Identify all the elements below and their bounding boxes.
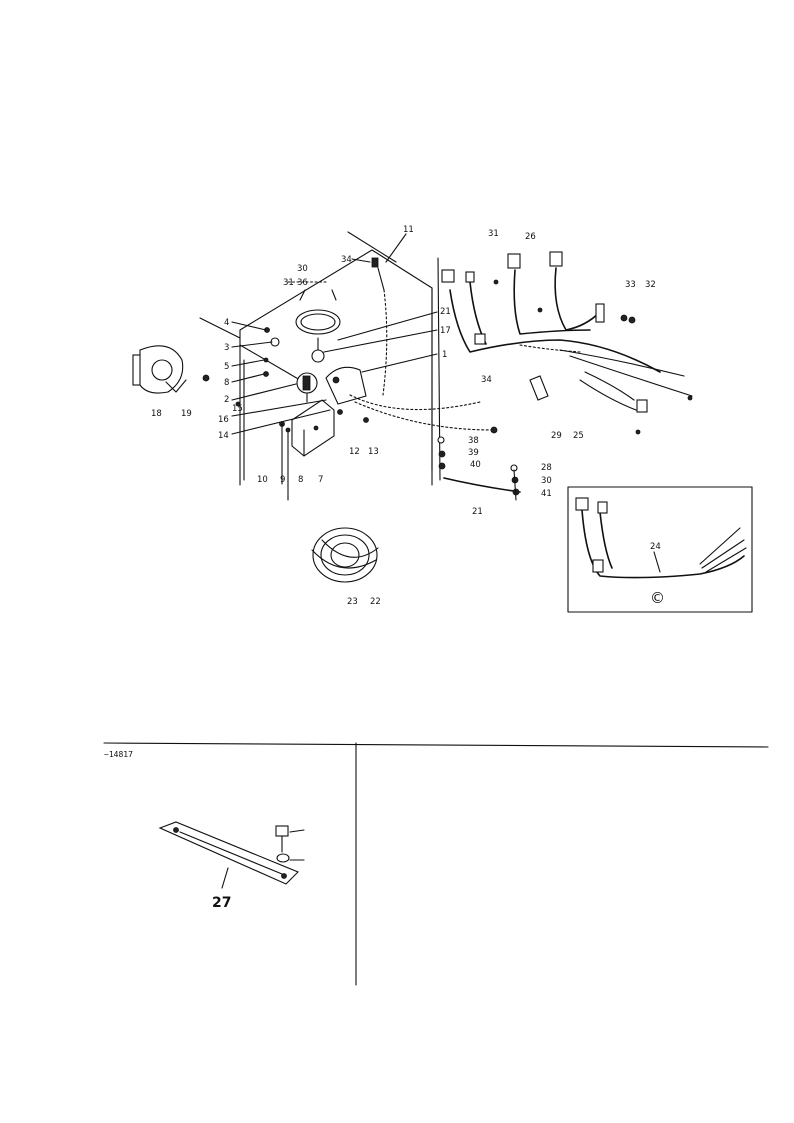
- callout-9: 9: [280, 475, 285, 485]
- header-code: ~14817: [104, 750, 133, 759]
- callout-26: 26: [525, 232, 536, 242]
- callout-38: 38: [468, 436, 479, 446]
- callout-28: 28: [541, 463, 552, 473]
- divider-horizontal: [103, 742, 769, 748]
- ground-strap: 27: [158, 821, 305, 911]
- callout-7: 7: [318, 475, 323, 485]
- bolt-stacks: [437, 257, 521, 501]
- callout-14: 14: [218, 431, 229, 441]
- wiring-harness: [441, 251, 693, 435]
- callout-29: 29: [551, 431, 562, 441]
- callout-31b: 31: [488, 229, 499, 239]
- switch-assembly: [325, 366, 498, 434]
- regulator-box: [291, 399, 335, 457]
- callout-21b: 21: [472, 507, 483, 517]
- throttle-cable: [371, 257, 388, 396]
- callout-23: 23: [347, 597, 358, 607]
- callout-3: 3: [224, 343, 229, 353]
- callout-34: 34: [341, 255, 352, 265]
- callout-12: 12: [349, 447, 360, 457]
- fan-unit: [311, 527, 379, 583]
- callout-10: 10: [257, 475, 268, 485]
- callout-21: 21: [440, 307, 451, 317]
- callout-25: 25: [573, 431, 584, 441]
- callout-4: 4: [224, 318, 229, 328]
- callout-2: 2: [224, 395, 229, 405]
- callout-8: 8: [224, 378, 229, 388]
- callout-30: 30: [297, 264, 308, 274]
- callout-17: 17: [440, 326, 451, 336]
- callout-30b: 30: [541, 476, 552, 486]
- callout-22: 22: [370, 597, 381, 607]
- callout-1: 1: [442, 350, 447, 360]
- callout-11: 11: [403, 225, 414, 235]
- lower-section: ~14817 27: [103, 742, 769, 986]
- part-label-27: 27: [212, 895, 231, 911]
- horn: [132, 345, 210, 394]
- callout-18: 18: [151, 409, 162, 419]
- callout-16: 16: [218, 415, 229, 425]
- callout-34b: 34: [481, 375, 492, 385]
- callout-39: 39: [468, 448, 479, 458]
- inset-copyright-mark: ©: [650, 589, 665, 607]
- callout-40: 40: [470, 460, 481, 470]
- callout-36: 36: [297, 278, 308, 288]
- inset-frame: [567, 486, 753, 613]
- callout-13: 13: [368, 447, 379, 457]
- callout-8b: 8: [298, 475, 303, 485]
- dash-panel: [199, 231, 433, 486]
- callout-5: 5: [224, 362, 229, 372]
- fasteners: [235, 327, 369, 501]
- key-switch: [296, 372, 318, 403]
- main-exploded-view: 11 34 30 31 36 21 17 1 4 3 5 8 2 16 15 1…: [132, 225, 693, 607]
- main-callouts: 11 34 30 31 36 21 17 1 4 3 5 8 2 16 15 1…: [151, 225, 656, 607]
- callout-19: 19: [181, 409, 192, 419]
- leader-lines: [231, 233, 438, 435]
- gauge-unit: [287, 281, 341, 335]
- callout-41: 41: [541, 489, 552, 499]
- inset-harness: 24 ©: [567, 486, 753, 613]
- callout-31: 31: [283, 278, 294, 288]
- inset-callout-24: 24: [650, 542, 661, 552]
- callout-33: 33: [625, 280, 636, 290]
- callout-15: 15: [232, 404, 243, 414]
- callout-32: 32: [645, 280, 656, 290]
- lamp-socket: [311, 337, 325, 363]
